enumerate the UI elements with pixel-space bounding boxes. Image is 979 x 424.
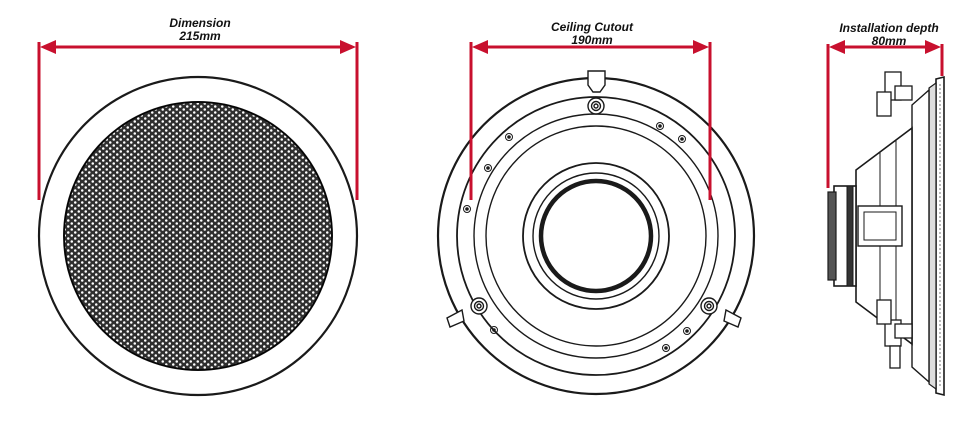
magnet-core xyxy=(538,178,654,294)
magnet-housing xyxy=(522,162,670,310)
clamp-left xyxy=(446,297,488,328)
speaker-side-view xyxy=(827,71,945,397)
clamp-top xyxy=(587,70,606,115)
grille-mesh xyxy=(63,101,333,371)
depth-arrow xyxy=(826,40,944,188)
dimension-value: 215mm xyxy=(179,29,221,43)
depth-label: Installation depth 80mm xyxy=(826,22,952,48)
side-clamp-bottom xyxy=(876,299,913,369)
dimension-label: Dimension 215mm xyxy=(150,17,250,43)
mounting-screws xyxy=(463,122,691,352)
clamp-right xyxy=(700,297,742,328)
cutout-label: Ceiling Cutout 190mm xyxy=(537,21,647,47)
dimension-arrow xyxy=(37,40,359,200)
cutout-arrow xyxy=(469,40,712,200)
cutout-value: 190mm xyxy=(571,33,613,47)
dimension-title: Dimension xyxy=(169,16,231,30)
side-clamp-top xyxy=(876,71,913,117)
depth-title: Installation depth xyxy=(839,21,939,35)
speaker-back-view xyxy=(436,70,756,396)
side-flange xyxy=(911,88,930,384)
grille-front-view xyxy=(37,75,359,397)
magnet-ring xyxy=(532,172,660,300)
mounting-ring xyxy=(456,96,736,376)
depth-value: 80mm xyxy=(871,34,907,48)
cutout-title: Ceiling Cutout xyxy=(551,20,633,34)
basket-ring xyxy=(485,125,707,347)
